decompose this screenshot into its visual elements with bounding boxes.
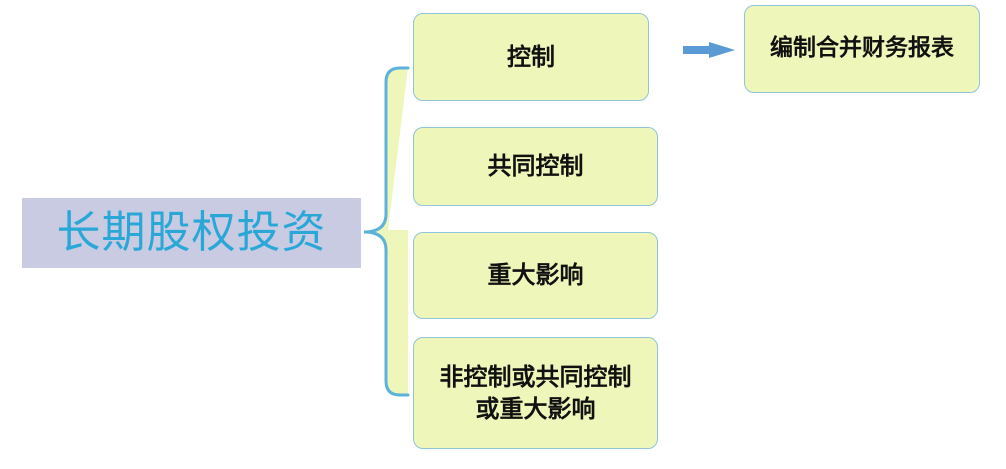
curly-brace-stroke: [363, 66, 410, 397]
branch-node-text-line-1: 非控制或共同控制: [439, 362, 632, 391]
branch-node-text: 共同控制: [487, 152, 584, 181]
branch-node-no-control: 非控制或共同控制 或重大影响: [413, 337, 658, 449]
root-topic-label: 长期股权投资: [22, 198, 361, 268]
right-arrow-icon: [683, 42, 735, 58]
outcome-node-text: 编制合并财务报表: [770, 35, 954, 62]
curly-brace-icon: [364, 68, 408, 395]
branch-node-text-line-2: 或重大影响: [475, 395, 596, 423]
branch-node-significant-influence: 重大影响: [413, 232, 658, 319]
branch-node-joint-control: 共同控制: [413, 127, 658, 206]
branch-node-control: 控制: [413, 13, 649, 101]
branch-node-text: 控制: [507, 42, 555, 71]
branch-node-text: 重大影响: [487, 261, 584, 290]
outcome-node-consolidated-statements: 编制合并财务报表: [744, 5, 980, 93]
